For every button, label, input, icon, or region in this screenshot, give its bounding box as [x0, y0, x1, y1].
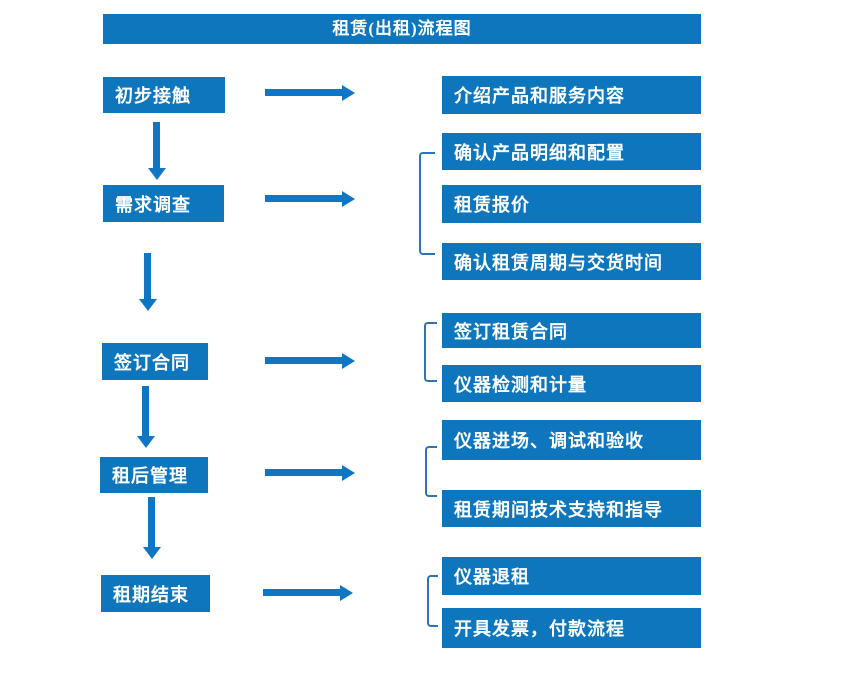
step-rental-end: 租期结束	[101, 575, 210, 612]
down-arrow-icon	[143, 497, 161, 559]
detail-box-instrument-testing-metering: 仪器检测和计量	[442, 365, 701, 402]
step-initial-contact: 初步接触	[103, 77, 225, 113]
right-arrow-icon	[265, 465, 355, 481]
detail-box-rental-quotation: 租赁报价	[442, 185, 701, 223]
detail-box-introduce-products-services: 介绍产品和服务内容	[442, 76, 701, 114]
step-requirements-survey: 需求调查	[103, 185, 224, 222]
right-arrow-icon	[263, 585, 353, 601]
detail-box-confirm-product-details: 确认产品明细和配置	[442, 133, 701, 170]
step-post-rental-management: 租后管理	[100, 457, 208, 493]
group-bracket	[427, 575, 438, 627]
detail-box-invoice-payment: 开具发票，付款流程	[442, 608, 701, 648]
right-arrow-icon	[265, 191, 355, 207]
group-bracket	[425, 446, 437, 497]
step-contract-signing: 签订合同	[102, 343, 208, 380]
down-arrow-icon	[139, 253, 157, 311]
detail-box-technical-support: 租赁期间技术支持和指导	[442, 490, 701, 527]
group-bracket	[424, 322, 437, 382]
detail-box-confirm-period-delivery: 确认租赁周期与交货时间	[442, 243, 701, 280]
group-bracket	[419, 152, 435, 255]
down-arrow-icon	[137, 386, 155, 448]
right-arrow-icon	[265, 85, 355, 101]
detail-box-instrument-return: 仪器退租	[442, 557, 701, 595]
down-arrow-icon	[148, 122, 166, 180]
page-title: 租赁(出租)流程图	[103, 14, 701, 44]
detail-box-instrument-entry-debug-acceptance: 仪器进场、调试和验收	[442, 420, 701, 460]
detail-box-sign-rental-contract: 签订租赁合同	[442, 313, 701, 348]
right-arrow-icon	[265, 353, 355, 369]
